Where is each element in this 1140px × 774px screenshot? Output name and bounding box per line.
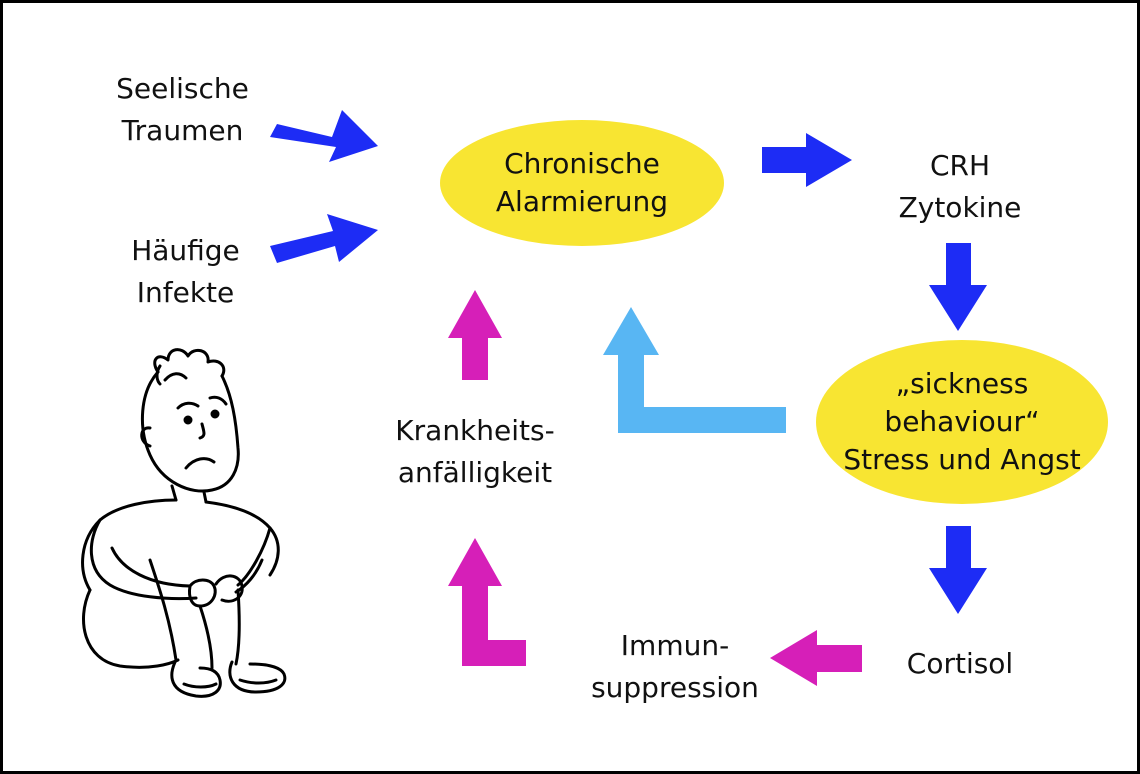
node-haeufige-infekte: Häufige Infekte: [108, 230, 263, 314]
node-haeufige-line-1: Häufige: [131, 234, 240, 267]
arrow-krankheits-to-alarmierung: [448, 290, 502, 380]
arrow-haeufige-to-alarmierung: [270, 214, 378, 263]
node-seelische-traumen: Seelische Traumen: [100, 68, 265, 152]
arrow-crh-to-sickness: [929, 243, 987, 331]
node-crh-zytokine: CRH Zytokine: [870, 145, 1050, 229]
node-sickness-line-2: behaviour“: [884, 405, 1040, 438]
node-seelische-line-2: Traumen: [121, 114, 244, 147]
sad-boy-illustration: [81, 348, 287, 698]
node-chronische-alarmierung: Chronische Alarmierung: [440, 120, 724, 246]
arrow-sickness-to-alarmierung: [603, 307, 786, 433]
node-immunsuppression: Immun- suppression: [570, 625, 780, 709]
node-sickness-line-1: „sickness: [895, 367, 1029, 400]
node-crh-line-2: Zytokine: [898, 191, 1022, 224]
node-cortisol: Cortisol: [880, 643, 1040, 685]
node-sickness-line-3: Stress und Angst: [843, 443, 1081, 476]
node-krankheits-line-2: anfälligkeit: [397, 456, 553, 489]
node-haeufige-line-2: Infekte: [136, 276, 235, 309]
node-chronische-line-2: Alarmierung: [495, 185, 669, 218]
node-immun-line-1: Immun-: [620, 629, 730, 662]
node-crh-line-1: CRH: [929, 149, 991, 182]
node-cortisol-line-1: Cortisol: [906, 647, 1014, 680]
arrow-immun-to-krankheits: [448, 538, 526, 666]
node-sickness-behaviour: „sickness behaviour“ Stress und Angst: [816, 340, 1108, 504]
arrow-sickness-to-cortisol: [929, 526, 987, 614]
node-seelische-line-1: Seelische: [116, 72, 249, 105]
arrow-cortisol-to-immun: [770, 630, 862, 686]
node-chronische-line-1: Chronische: [504, 147, 660, 180]
node-krankheitsanfaelligkeit: Krankheits- anfälligkeit: [380, 410, 570, 494]
arrow-seelische-to-alarmierung: [270, 110, 378, 162]
arrow-alarmierung-to-crh: [762, 133, 852, 187]
node-krankheits-line-1: Krankheits-: [395, 414, 555, 447]
node-immun-line-2: suppression: [591, 671, 759, 704]
